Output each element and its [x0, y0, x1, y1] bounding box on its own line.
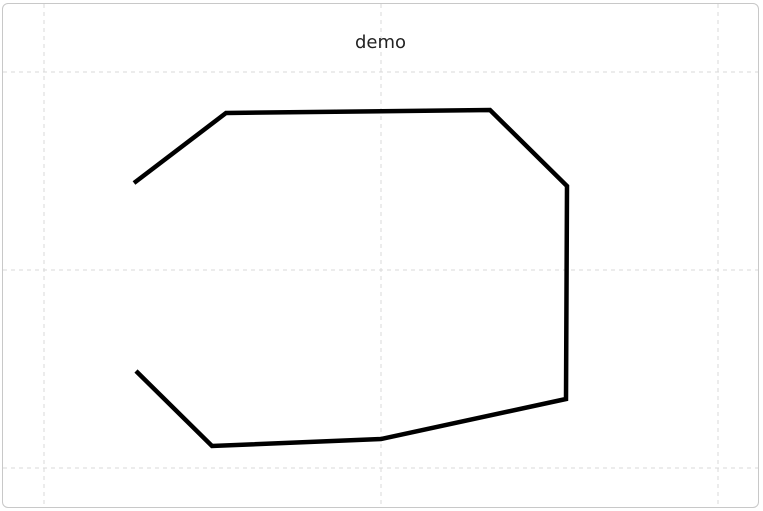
drawn-path: [132, 107, 570, 449]
drawing-canvas[interactable]: [3, 4, 759, 508]
grid: [3, 4, 758, 507]
page-title: demo: [354, 32, 407, 53]
demo-panel: demo: [2, 3, 759, 508]
